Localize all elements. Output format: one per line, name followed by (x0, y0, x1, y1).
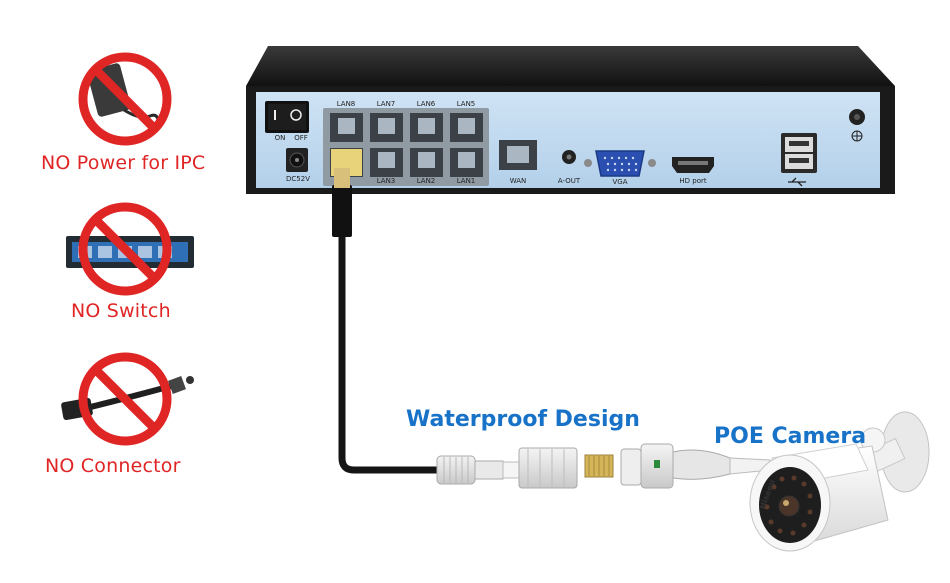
poe-camera (749, 411, 930, 552)
vga-port (584, 150, 656, 177)
warning-2-graphic (66, 202, 194, 296)
lan5-label: LAN5 (456, 100, 476, 108)
prohibited-icon (78, 202, 172, 296)
power-label: DC52V (286, 175, 310, 183)
warning-power-text: NO Power for IPC (41, 152, 206, 174)
switch-on-label: ON (274, 134, 286, 142)
dc-jack (286, 148, 308, 172)
usb-icon (788, 177, 806, 187)
hdmi-port (672, 157, 714, 173)
lan6-label: LAN6 (416, 100, 436, 108)
hdmi-label: HD port (679, 177, 707, 185)
wan-label: WAN (509, 177, 527, 185)
lan8-label: LAN8 (336, 100, 356, 108)
prohibited-icon (78, 352, 172, 446)
ground-terminal (849, 109, 865, 142)
wan-port (499, 140, 537, 170)
lan3-label: LAN3 (376, 177, 396, 185)
waterproof-design-label: Waterproof Design (406, 407, 640, 432)
vga-label: VGA (612, 178, 628, 186)
lan7-label: LAN7 (376, 100, 396, 108)
waterproof-connector (436, 443, 771, 489)
power-switch (265, 101, 309, 133)
warning-switch-text: NO Switch (71, 300, 171, 322)
warning-3-graphic (61, 352, 194, 446)
warning-connector-text: NO Connector (45, 455, 181, 477)
switch-off-label: OFF (294, 134, 308, 142)
prohibited-icon (78, 52, 172, 146)
audio-out-label: A-OUT (557, 177, 581, 185)
lan-ports (323, 108, 489, 186)
lan1-label: LAN1 (456, 177, 476, 185)
nvr-recorder (246, 46, 895, 194)
usb-ports (781, 133, 817, 187)
audio-out-jack (562, 150, 576, 164)
ethernet-cable (332, 168, 444, 474)
warning-1-graphic (78, 52, 172, 146)
poe-camera-label: POE Camera (714, 424, 867, 449)
lan2-label: LAN2 (416, 177, 436, 185)
